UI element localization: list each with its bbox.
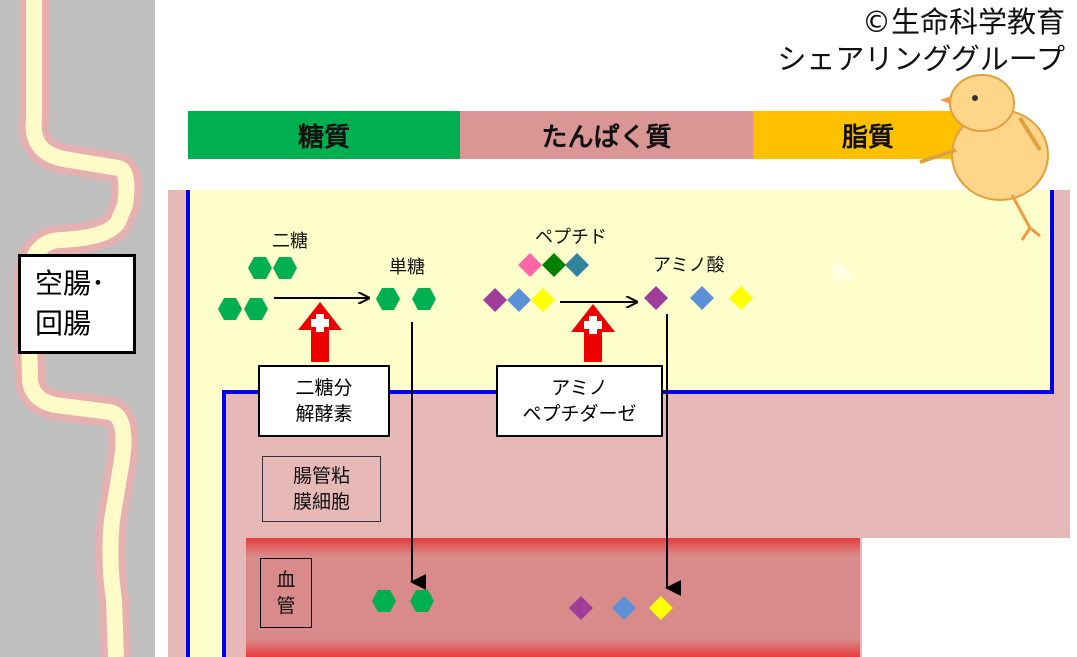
aminopeptidase-line1: アミノ xyxy=(551,377,608,399)
vessel-line1: 血 xyxy=(276,569,296,591)
glucose-hexagon xyxy=(273,257,297,279)
disaccharidase-line1: 二糖分 xyxy=(295,377,353,399)
amino-acid-molecules xyxy=(644,286,753,310)
band-protein-label: たんぱく質 xyxy=(541,122,672,153)
band-protein: たんぱく質 xyxy=(460,111,753,159)
mucosa-line1: 腸管粘 xyxy=(292,465,350,487)
amino-diamond xyxy=(690,286,714,310)
amino-diamond xyxy=(542,253,566,277)
glucose-hexagon xyxy=(244,298,268,320)
amino-diamond xyxy=(483,288,507,312)
intestine-label-line2: 回腸 xyxy=(35,307,92,340)
credit-line2: シェアリンググループ xyxy=(777,42,1065,76)
red-up-arrow-with-cross-icon xyxy=(298,302,342,362)
glucose-hexagon xyxy=(248,257,272,279)
glucose-hexagon xyxy=(410,590,434,612)
amino-diamond xyxy=(729,286,753,310)
chick-icon xyxy=(919,74,1049,241)
intestine-label-line1: 空腸･ xyxy=(35,267,106,300)
intestine-label: 空腸･ 回腸 xyxy=(18,254,136,354)
lumen-region xyxy=(188,190,1052,657)
amino-diamond xyxy=(507,288,531,312)
blood-amino-molecules xyxy=(569,596,673,620)
mucosa-cell-label: 腸管粘 膜細胞 xyxy=(262,456,381,522)
glucose-hexagon xyxy=(372,590,396,612)
vessel-line2: 管 xyxy=(276,595,296,617)
disaccharidase-enzyme-box: 二糖分 解酵素 xyxy=(258,365,390,437)
mucosa-line2: 膜細胞 xyxy=(292,491,350,513)
blood-vessel xyxy=(246,538,860,657)
glucose-hexagon xyxy=(376,288,400,310)
amino-diamond xyxy=(518,253,542,277)
blood-glucose-molecules xyxy=(372,590,434,612)
disaccharide-molecules xyxy=(218,257,297,320)
monosaccharide-molecules xyxy=(376,288,436,310)
monosaccharide-label: 単糖 xyxy=(389,257,425,278)
blood-vessel-label: 血 管 xyxy=(260,558,312,628)
tissue-cutout xyxy=(862,538,1077,657)
aminopeptidase-line2: ペプチダーゼ xyxy=(522,403,637,425)
band-carb-label: 糖質 xyxy=(297,122,350,153)
peptide-molecules xyxy=(518,253,589,277)
amino-diamond xyxy=(644,286,668,310)
amino-diamond xyxy=(569,596,593,620)
band-carb: 糖質 xyxy=(188,111,460,159)
band-fat: 脂質 xyxy=(753,111,983,159)
amino-diamond xyxy=(649,596,673,620)
aminopeptidase-enzyme-box: アミノ ペプチダーゼ xyxy=(496,365,663,437)
amino-acid-label: アミノ酸 xyxy=(653,255,725,276)
amino-diamond xyxy=(612,596,636,620)
amino-diamond xyxy=(531,288,555,312)
disaccharidase-line2: 解酵素 xyxy=(295,403,353,425)
credit-line1: ©生命科学教育 xyxy=(861,5,1065,39)
credit-text: ©生命科学教育 シェアリンググループ xyxy=(777,4,1065,78)
peptide-label: ペプチド xyxy=(535,227,607,248)
amino-diamond xyxy=(565,253,589,277)
peptide-row-molecules xyxy=(483,288,555,312)
glucose-hexagon xyxy=(218,298,242,320)
disaccharide-label: 二糖 xyxy=(272,231,308,252)
water-label: 水 xyxy=(830,261,853,286)
band-fat-label: 脂質 xyxy=(841,122,894,153)
red-up-arrow-with-cross-icon xyxy=(571,304,615,362)
glucose-hexagon xyxy=(412,288,436,310)
